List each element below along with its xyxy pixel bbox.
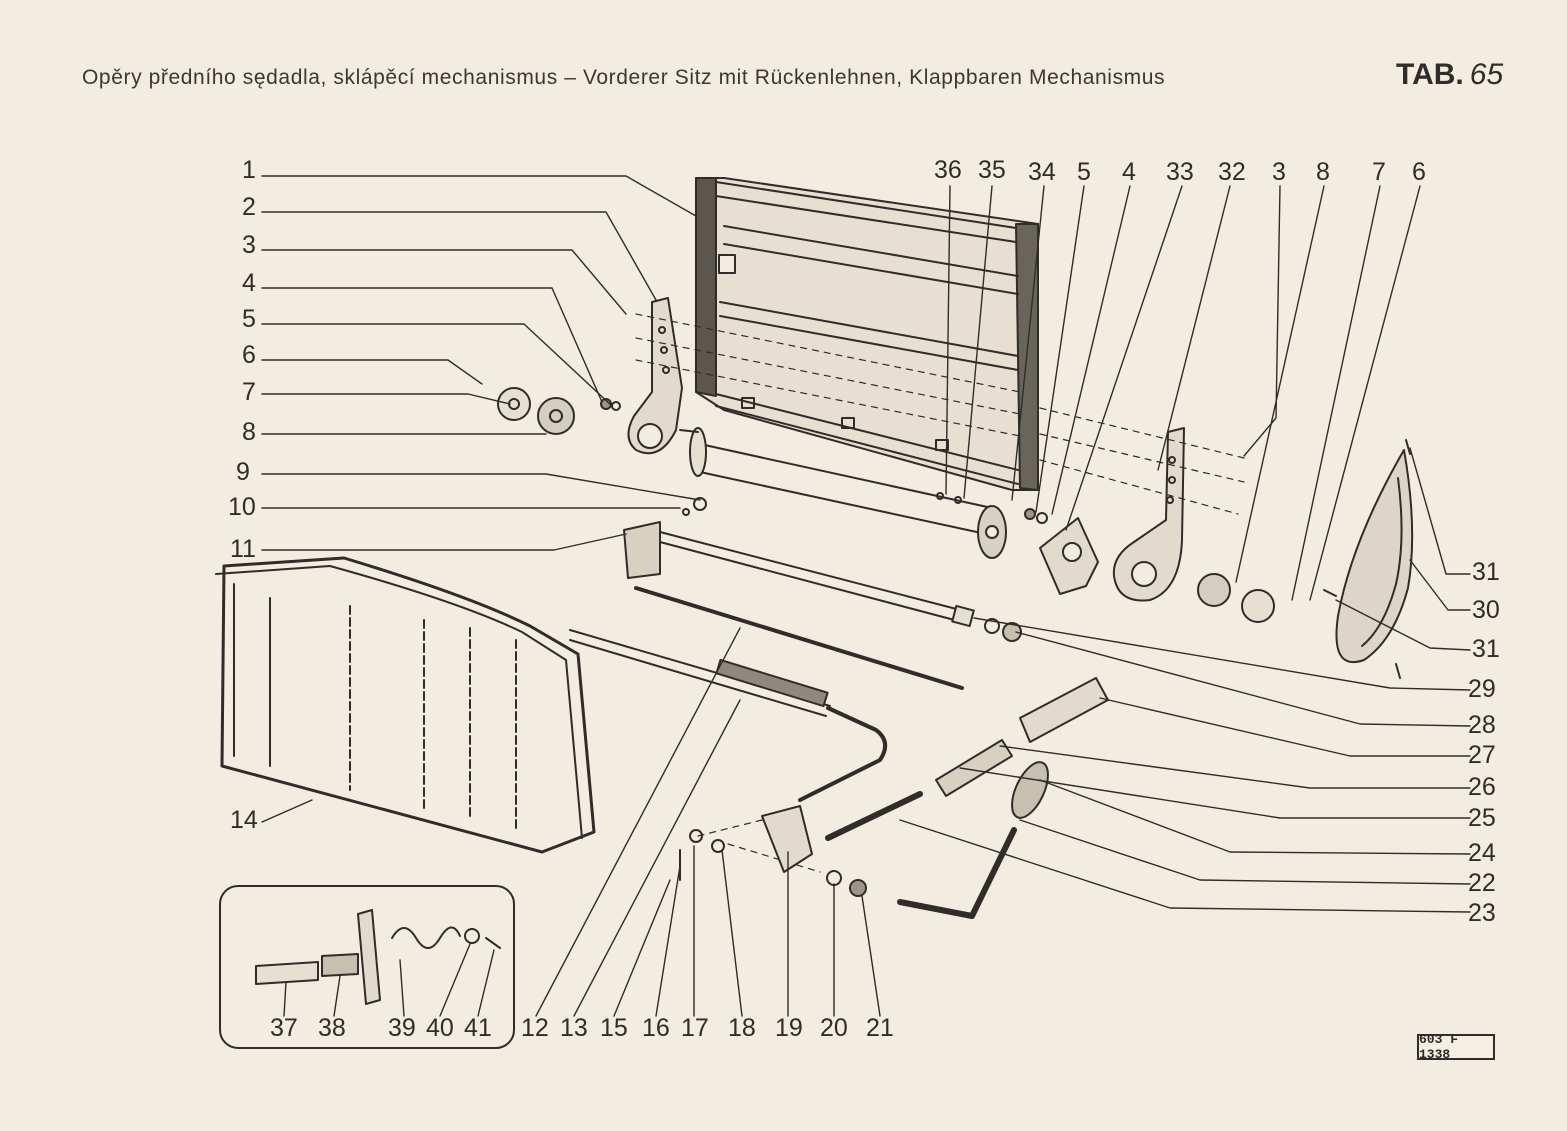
callout-41: 41 xyxy=(464,1014,492,1042)
callout-31-upper: 31 xyxy=(1472,558,1500,586)
callout-9: 9 xyxy=(236,458,250,486)
callout-4-top: 4 xyxy=(1122,158,1136,186)
callout-17: 17 xyxy=(681,1014,709,1042)
drawing-code: 603 F 1338 xyxy=(1417,1032,1495,1062)
callout-5: 5 xyxy=(242,305,256,333)
callout-36: 36 xyxy=(934,156,962,184)
callout-34: 34 xyxy=(1028,158,1056,186)
callout-21: 21 xyxy=(866,1014,894,1042)
tab-label: TAB. xyxy=(1396,58,1464,91)
callout-33: 33 xyxy=(1166,158,1194,186)
callout-31-lower: 31 xyxy=(1472,635,1500,663)
segment-plate xyxy=(1039,517,1099,595)
right-hinge-plate xyxy=(1112,427,1185,602)
callout-13: 13 xyxy=(560,1014,588,1042)
callout-14: 14 xyxy=(230,806,258,834)
assembly-lines xyxy=(635,313,1245,873)
armrest-pad xyxy=(1323,439,1414,679)
seat-spring-frame xyxy=(215,556,596,854)
inset-detail xyxy=(219,885,515,1049)
adjuster-discs xyxy=(497,387,1275,623)
callout-4: 4 xyxy=(242,269,256,297)
callout-2: 2 xyxy=(242,193,256,221)
callout-38: 38 xyxy=(318,1014,346,1042)
callout-20: 20 xyxy=(820,1014,848,1042)
callout-12: 12 xyxy=(521,1014,549,1042)
leader-lines xyxy=(261,175,1471,1017)
callout-8-top: 8 xyxy=(1316,158,1330,186)
callout-26: 26 xyxy=(1468,773,1496,801)
callout-3-top: 3 xyxy=(1272,158,1286,186)
callout-18: 18 xyxy=(728,1014,756,1042)
callout-19: 19 xyxy=(775,1014,803,1042)
callout-30: 30 xyxy=(1472,596,1500,624)
callout-23: 23 xyxy=(1468,899,1496,927)
callout-40: 40 xyxy=(426,1014,454,1042)
callout-10: 10 xyxy=(228,493,256,521)
callout-7: 7 xyxy=(242,378,256,406)
callout-27: 27 xyxy=(1468,741,1496,769)
page-title: Opěry předního sędadla, sklápěcí mechani… xyxy=(82,66,1166,89)
callout-28: 28 xyxy=(1468,711,1496,739)
callout-25: 25 xyxy=(1468,804,1496,832)
table-number: TAB.65 xyxy=(1396,58,1503,92)
callout-5-top: 5 xyxy=(1077,158,1091,186)
lever-assembly xyxy=(679,677,1109,919)
callout-8: 8 xyxy=(242,418,256,446)
support-bracket-rod xyxy=(623,521,1022,642)
callout-32: 32 xyxy=(1218,158,1246,186)
tab-number: 65 xyxy=(1469,58,1504,91)
callout-1: 1 xyxy=(242,156,256,184)
backrest-frame xyxy=(695,177,1039,491)
callout-6: 6 xyxy=(242,341,256,369)
callout-39: 39 xyxy=(388,1014,416,1042)
callout-15: 15 xyxy=(600,1014,628,1042)
callout-24: 24 xyxy=(1468,839,1496,867)
callout-29: 29 xyxy=(1468,675,1496,703)
callout-11: 11 xyxy=(230,535,256,563)
left-hinge-plate xyxy=(627,297,683,455)
callout-22: 22 xyxy=(1468,869,1496,897)
callout-6-top: 6 xyxy=(1412,158,1426,186)
callout-35: 35 xyxy=(978,156,1006,184)
callout-7-top: 7 xyxy=(1372,158,1386,186)
callout-37: 37 xyxy=(270,1014,298,1042)
callout-16: 16 xyxy=(642,1014,670,1042)
long-rods xyxy=(569,586,964,802)
callout-3: 3 xyxy=(242,231,256,259)
